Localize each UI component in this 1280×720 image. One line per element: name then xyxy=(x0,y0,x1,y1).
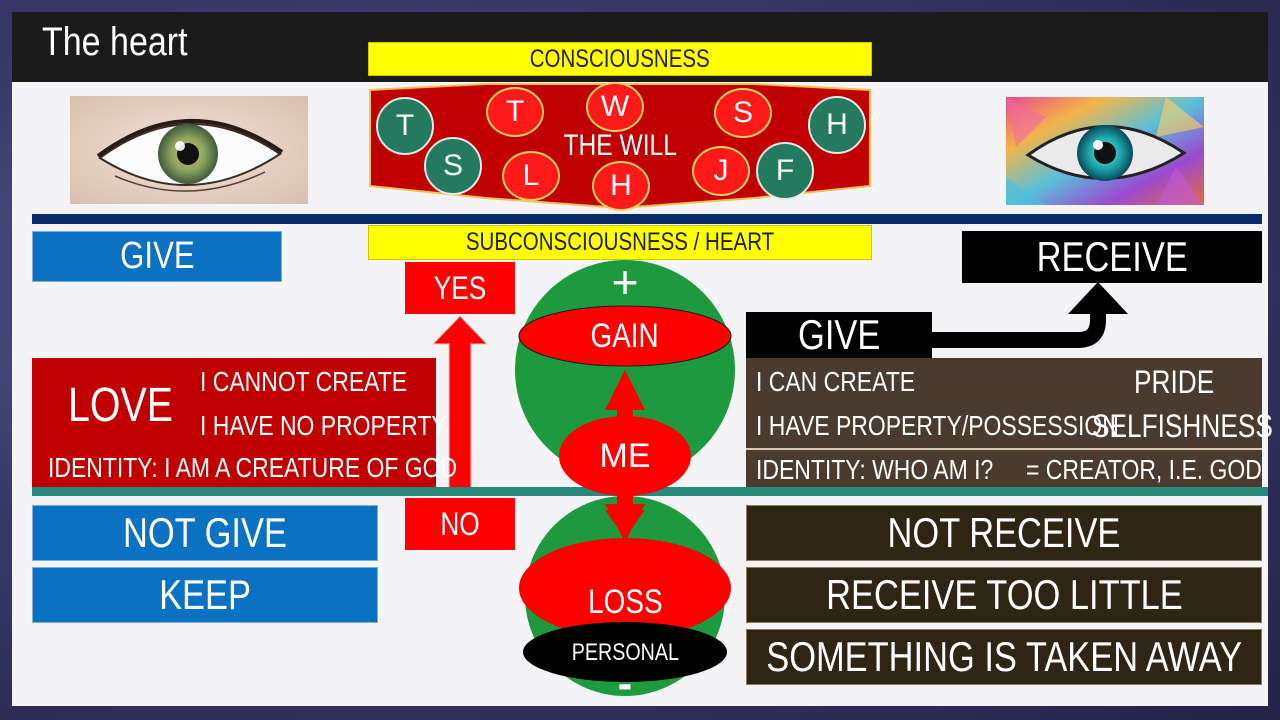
pride-box xyxy=(746,358,1262,490)
will-letter-green-h: H xyxy=(808,96,866,154)
not-receive-box: NOT RECEIVE xyxy=(746,505,1262,561)
selfishness-label: SELFISHNESS xyxy=(1092,408,1273,444)
receive-too-little-box: RECEIVE TOO LITTLE xyxy=(746,567,1262,623)
creator-god-text: = CREATOR, I.E. GOD xyxy=(1026,454,1262,485)
me-bubble xyxy=(560,418,690,538)
who-am-i-text: IDENTITY: WHO AM I? xyxy=(756,454,994,485)
not-give-box: NOT GIVE xyxy=(32,505,378,561)
love-box xyxy=(32,358,436,488)
pride-box-divider xyxy=(746,448,1262,450)
love-label: LOVE xyxy=(68,379,174,432)
will-letter-green-f: F xyxy=(756,142,814,200)
will-letter-green-t: T xyxy=(376,97,434,155)
give-box-left: GIVE xyxy=(32,231,282,282)
cannot-create-text: I CANNOT CREATE xyxy=(200,366,408,397)
artistic-eye-image xyxy=(1006,97,1204,205)
no-box: NO xyxy=(405,498,515,550)
subconsciousness-label: SUBCONSCIOUSNESS / HEART xyxy=(368,225,872,260)
loss-label: LOSS xyxy=(587,582,663,621)
consciousness-divider xyxy=(32,214,1262,224)
give-to-receive-arrow-icon xyxy=(930,282,1128,348)
give-box-right: GIVE xyxy=(746,311,932,358)
creature-identity-text: IDENTITY: I AM A CREATURE OF GOD xyxy=(48,452,458,483)
consciousness-label: CONSCIOUSNESS xyxy=(368,42,872,76)
will-letter-red-w: W xyxy=(586,82,644,132)
will-letter-red-l: L xyxy=(502,151,560,201)
has-property-text: I HAVE PROPERTY/POSSESSION xyxy=(756,410,1119,441)
will-letter-green-s: S xyxy=(424,137,482,195)
no-property-text: I HAVE NO PROPERTY xyxy=(200,410,447,441)
me-label-overlay: ME xyxy=(599,436,651,475)
page-title: The heart xyxy=(42,20,188,64)
will-letter-red-h: H xyxy=(592,161,650,211)
will-letter-red-s: S xyxy=(714,88,772,138)
yes-box: YES xyxy=(405,262,515,314)
the-will-label: THE WILL xyxy=(563,129,677,162)
keep-box: KEEP xyxy=(32,567,378,623)
minus-sign: - xyxy=(617,659,633,708)
natural-eye-image xyxy=(70,96,308,204)
plus-sign: + xyxy=(611,256,639,308)
receive-box: RECEIVE xyxy=(962,231,1262,283)
gain-label: GAIN xyxy=(590,316,660,355)
can-create-text: I CAN CREATE xyxy=(756,366,916,397)
will-letter-red-j: J xyxy=(692,146,750,196)
taken-away-box: SOMETHING IS TAKEN AWAY xyxy=(746,629,1262,685)
personal-label: PERSONAL xyxy=(571,639,679,666)
will-letter-red-t: T xyxy=(486,87,544,137)
pride-label: PRIDE xyxy=(1134,364,1215,400)
